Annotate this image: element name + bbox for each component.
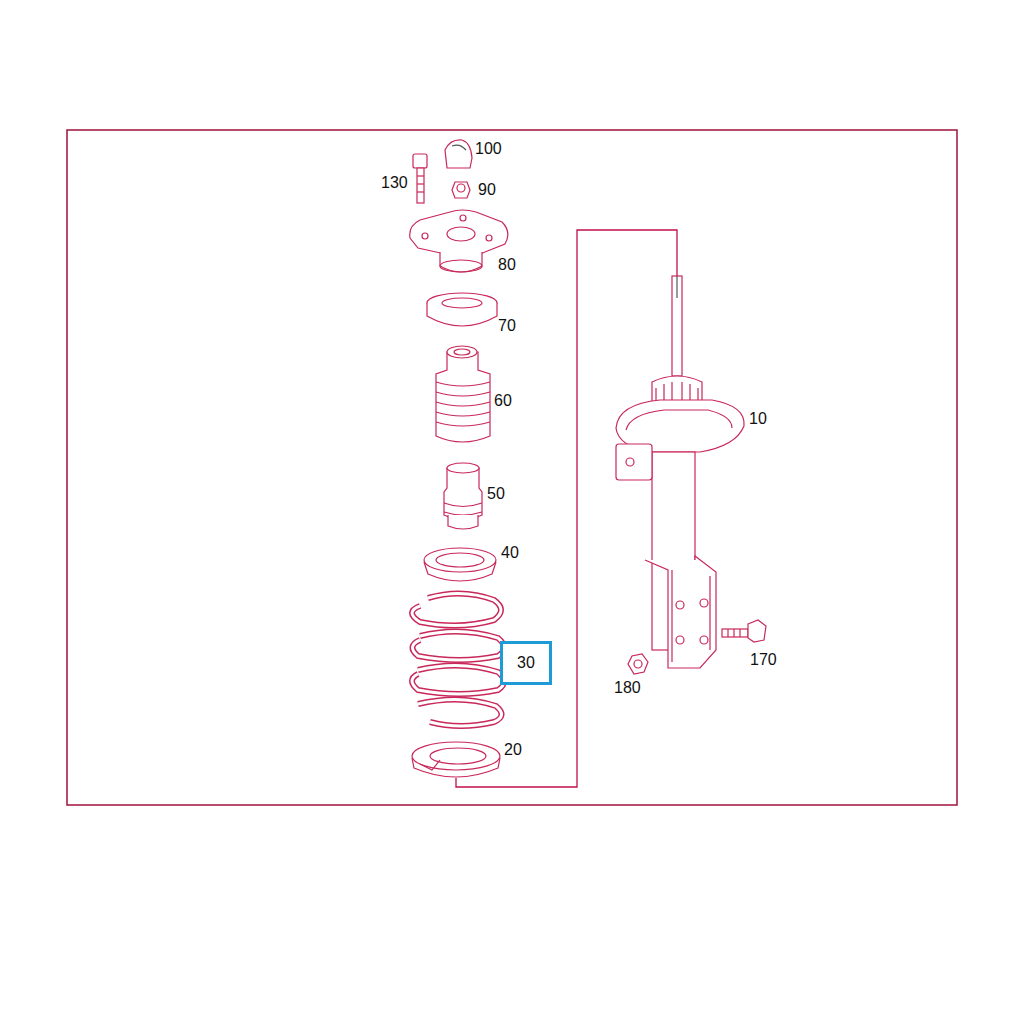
callout-number: 90: [477, 181, 497, 199]
callout-number: 80: [497, 256, 517, 274]
callout-number: 130: [380, 174, 409, 192]
highlight-box: 30: [500, 641, 552, 685]
callout-number: 180: [613, 679, 642, 697]
callout-number: 50: [486, 485, 506, 503]
callout-number: 70: [497, 317, 517, 335]
parts: [410, 140, 766, 777]
callout-number: 40: [500, 544, 520, 562]
callout-number: 10: [748, 410, 768, 428]
callout-number: 170: [749, 651, 778, 669]
callout-number: 30: [517, 654, 535, 672]
callout-number: 60: [493, 392, 513, 410]
frame: [67, 130, 957, 805]
callout-number: 100: [474, 140, 503, 158]
callout-number: 20: [503, 741, 523, 759]
